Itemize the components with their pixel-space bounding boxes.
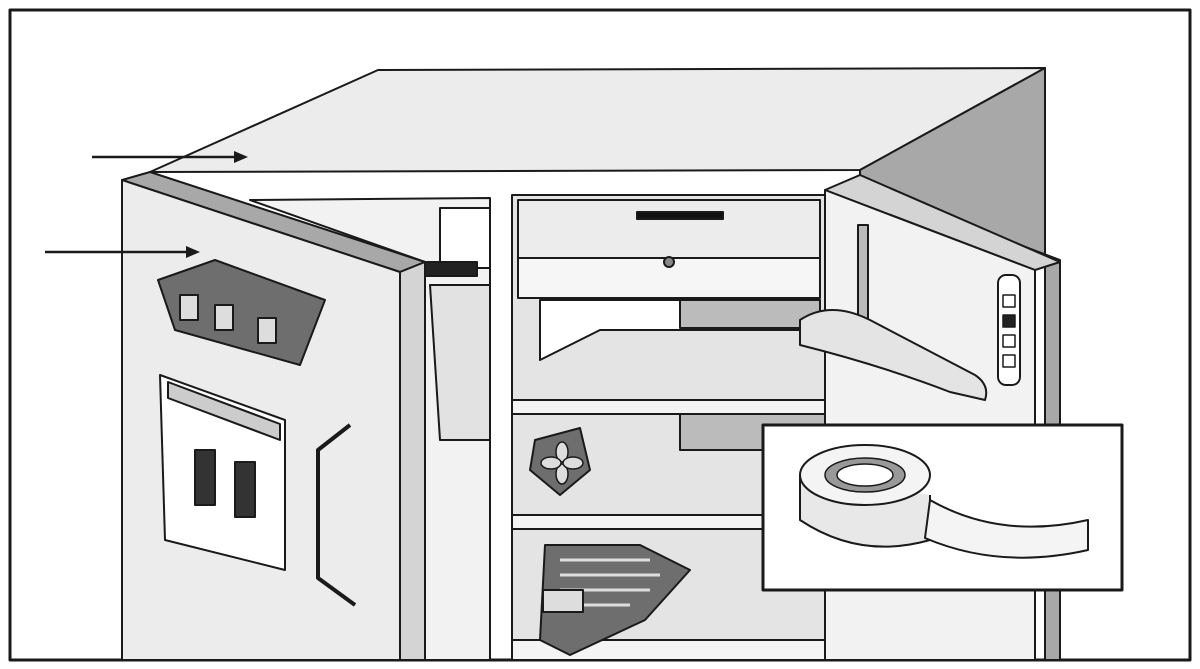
ice-bin-part — [157, 259, 326, 366]
freezer-vent — [424, 261, 478, 277]
freezer-door-side — [399, 261, 426, 661]
dispenser-paddle-right — [234, 461, 256, 518]
fan-blades-icon — [540, 441, 584, 485]
dispenser-label — [167, 381, 281, 441]
heater-coils — [560, 558, 660, 607]
light-screw-icon — [663, 256, 675, 268]
back-panel-upper — [679, 299, 821, 329]
control-display — [636, 211, 724, 220]
arrow-door-pointer — [45, 246, 200, 258]
ice-bin-cells — [179, 294, 277, 344]
defrost-heater-part — [539, 544, 691, 656]
heater-thermostat — [542, 589, 584, 613]
control-panel — [997, 274, 1021, 386]
dispenser-paddle-left — [194, 449, 216, 506]
control-housing — [517, 199, 821, 259]
door-handle — [316, 423, 357, 607]
control-buttons — [1002, 294, 1016, 368]
freezer-light-housing — [439, 207, 491, 269]
arrow-top-pointer — [92, 151, 248, 163]
door-bin — [799, 309, 988, 401]
tape-roll-icon — [799, 444, 1089, 559]
freezer-shelf — [429, 284, 491, 441]
shelf-1 — [511, 399, 826, 415]
